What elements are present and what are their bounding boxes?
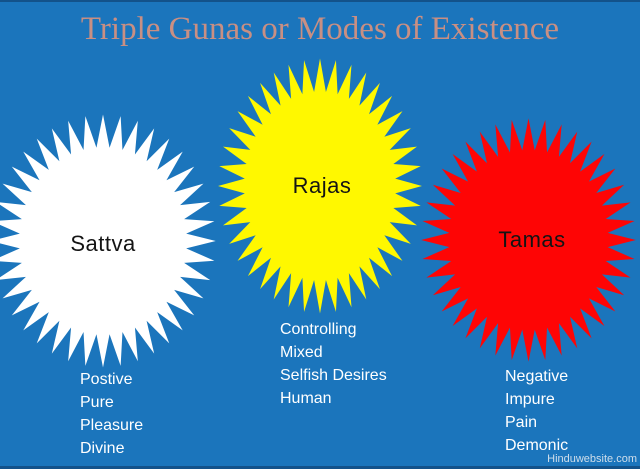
sattva-trait-list: Postive Pure Pleasure Divine: [80, 368, 143, 460]
sattva-starburst-shape: [0, 114, 216, 368]
trait-item: Demonic: [505, 437, 569, 454]
sattva-label: Sattva: [70, 231, 136, 256]
tamas-starburst-shape: [421, 118, 636, 362]
trait-item: Pain: [505, 414, 538, 431]
trait-item: Mixed: [280, 344, 323, 361]
tamas-label: Tamas: [498, 227, 566, 252]
page-title: Triple Gunas or Modes of Existence: [80, 11, 560, 47]
watermark: Hinduwebsite.com: [547, 453, 637, 465]
tamas-trait-list: Negative Impure Pain Demonic: [505, 365, 568, 457]
trait-item: Postive: [80, 371, 133, 388]
rajas-starburst-shape: [218, 58, 422, 314]
trait-item: Negative: [505, 368, 569, 385]
rajas-trait-list: Controlling Mixed Selfish Desires Human: [280, 318, 387, 410]
trait-item: Divine: [80, 440, 125, 457]
trait-item: Controlling: [280, 321, 357, 338]
rajas-label: Rajas: [292, 173, 352, 198]
top-edge-shade: [0, 0, 640, 2]
trait-item: Impure: [505, 391, 555, 408]
trait-item: Selfish Desires: [280, 367, 387, 384]
trait-item: Pure: [80, 394, 114, 411]
trait-item: Pleasure: [80, 417, 144, 434]
trait-item: Human: [280, 390, 332, 407]
